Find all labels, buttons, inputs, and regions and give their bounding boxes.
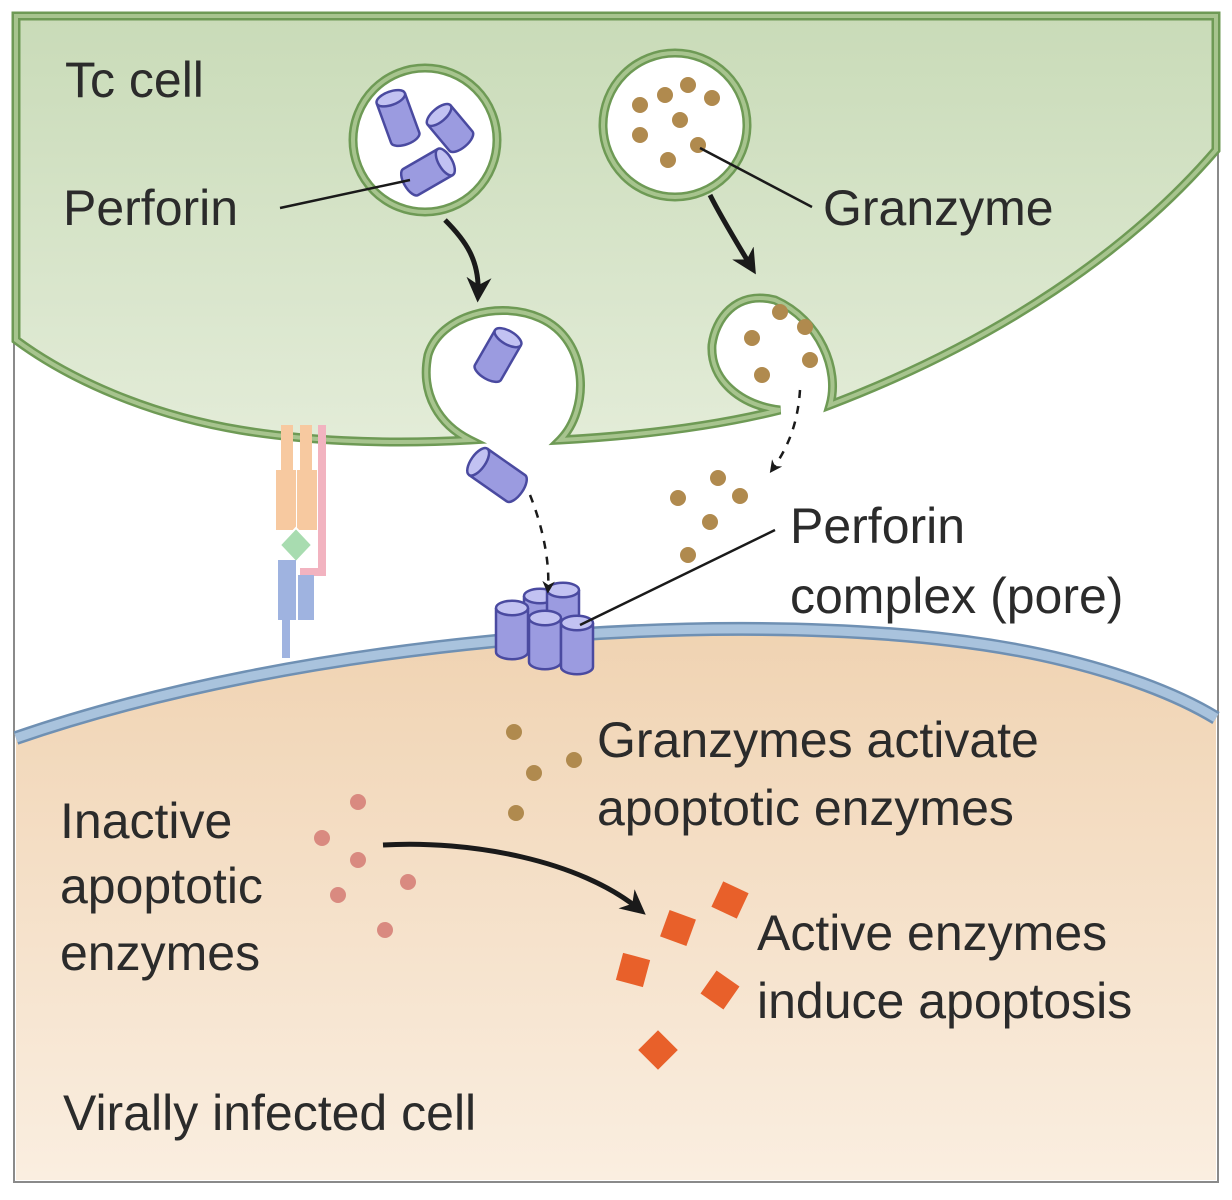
perforin-to-pore-arrow <box>528 494 555 594</box>
perforin-molecule <box>425 102 475 154</box>
granzyme-dots-vesicle <box>632 77 720 168</box>
perforin-release-arrow <box>443 218 492 303</box>
granzyme-dots-released <box>670 470 748 563</box>
tc-cell-label: Tc cell <box>65 52 204 108</box>
perforin-molecule <box>375 88 421 148</box>
inactive-enzymes-label-line1: Inactive <box>60 793 232 849</box>
granzyme-dots-exocytosis <box>744 304 818 383</box>
infected-cell-label: Virally infected cell <box>63 1085 476 1141</box>
granzymes-activate-label-line1: Granzymes activate <box>597 712 1039 768</box>
infected-cell <box>16 628 1216 1180</box>
granzyme-dots-intracellular <box>506 724 582 821</box>
perforin-molecules <box>375 88 528 504</box>
pore-leader-line <box>579 528 776 627</box>
perforin-complex-label-line2: complex (pore) <box>790 568 1123 624</box>
pore-subunit <box>494 599 530 661</box>
perforin-leader-line <box>279 178 411 210</box>
pore-subunit <box>527 609 563 671</box>
perforin-label: Perforin <box>63 180 238 236</box>
granzyme-label: Granzyme <box>823 180 1054 236</box>
perforin-molecule <box>399 147 457 197</box>
infected-cell-membrane <box>14 624 1219 743</box>
active-enzymes-label-line1: Active enzymes <box>757 905 1107 961</box>
perforin-pore <box>494 581 595 676</box>
activation-arrow <box>382 841 646 915</box>
inactive-enzymes-label-line2: apoptotic <box>60 858 263 914</box>
pore-subunit <box>559 614 595 676</box>
active-enzymes-label-line2: induce apoptosis <box>757 973 1132 1029</box>
perforin-complex-label-line1: Perforin <box>790 498 965 554</box>
perforin-molecule <box>466 446 528 504</box>
granzymes-activate-label-line2: apoptotic enzymes <box>597 780 1014 836</box>
perforin-molecule <box>473 326 523 384</box>
tc-cell-membrane-inner <box>14 14 1218 444</box>
inactive-enzyme-dots <box>314 794 416 938</box>
tcr-mhc-complex <box>276 425 326 658</box>
granzyme-release-arrow <box>707 193 756 275</box>
granzyme-leader-line <box>699 146 813 209</box>
inactive-enzymes-label-line3: enzymes <box>60 925 260 981</box>
